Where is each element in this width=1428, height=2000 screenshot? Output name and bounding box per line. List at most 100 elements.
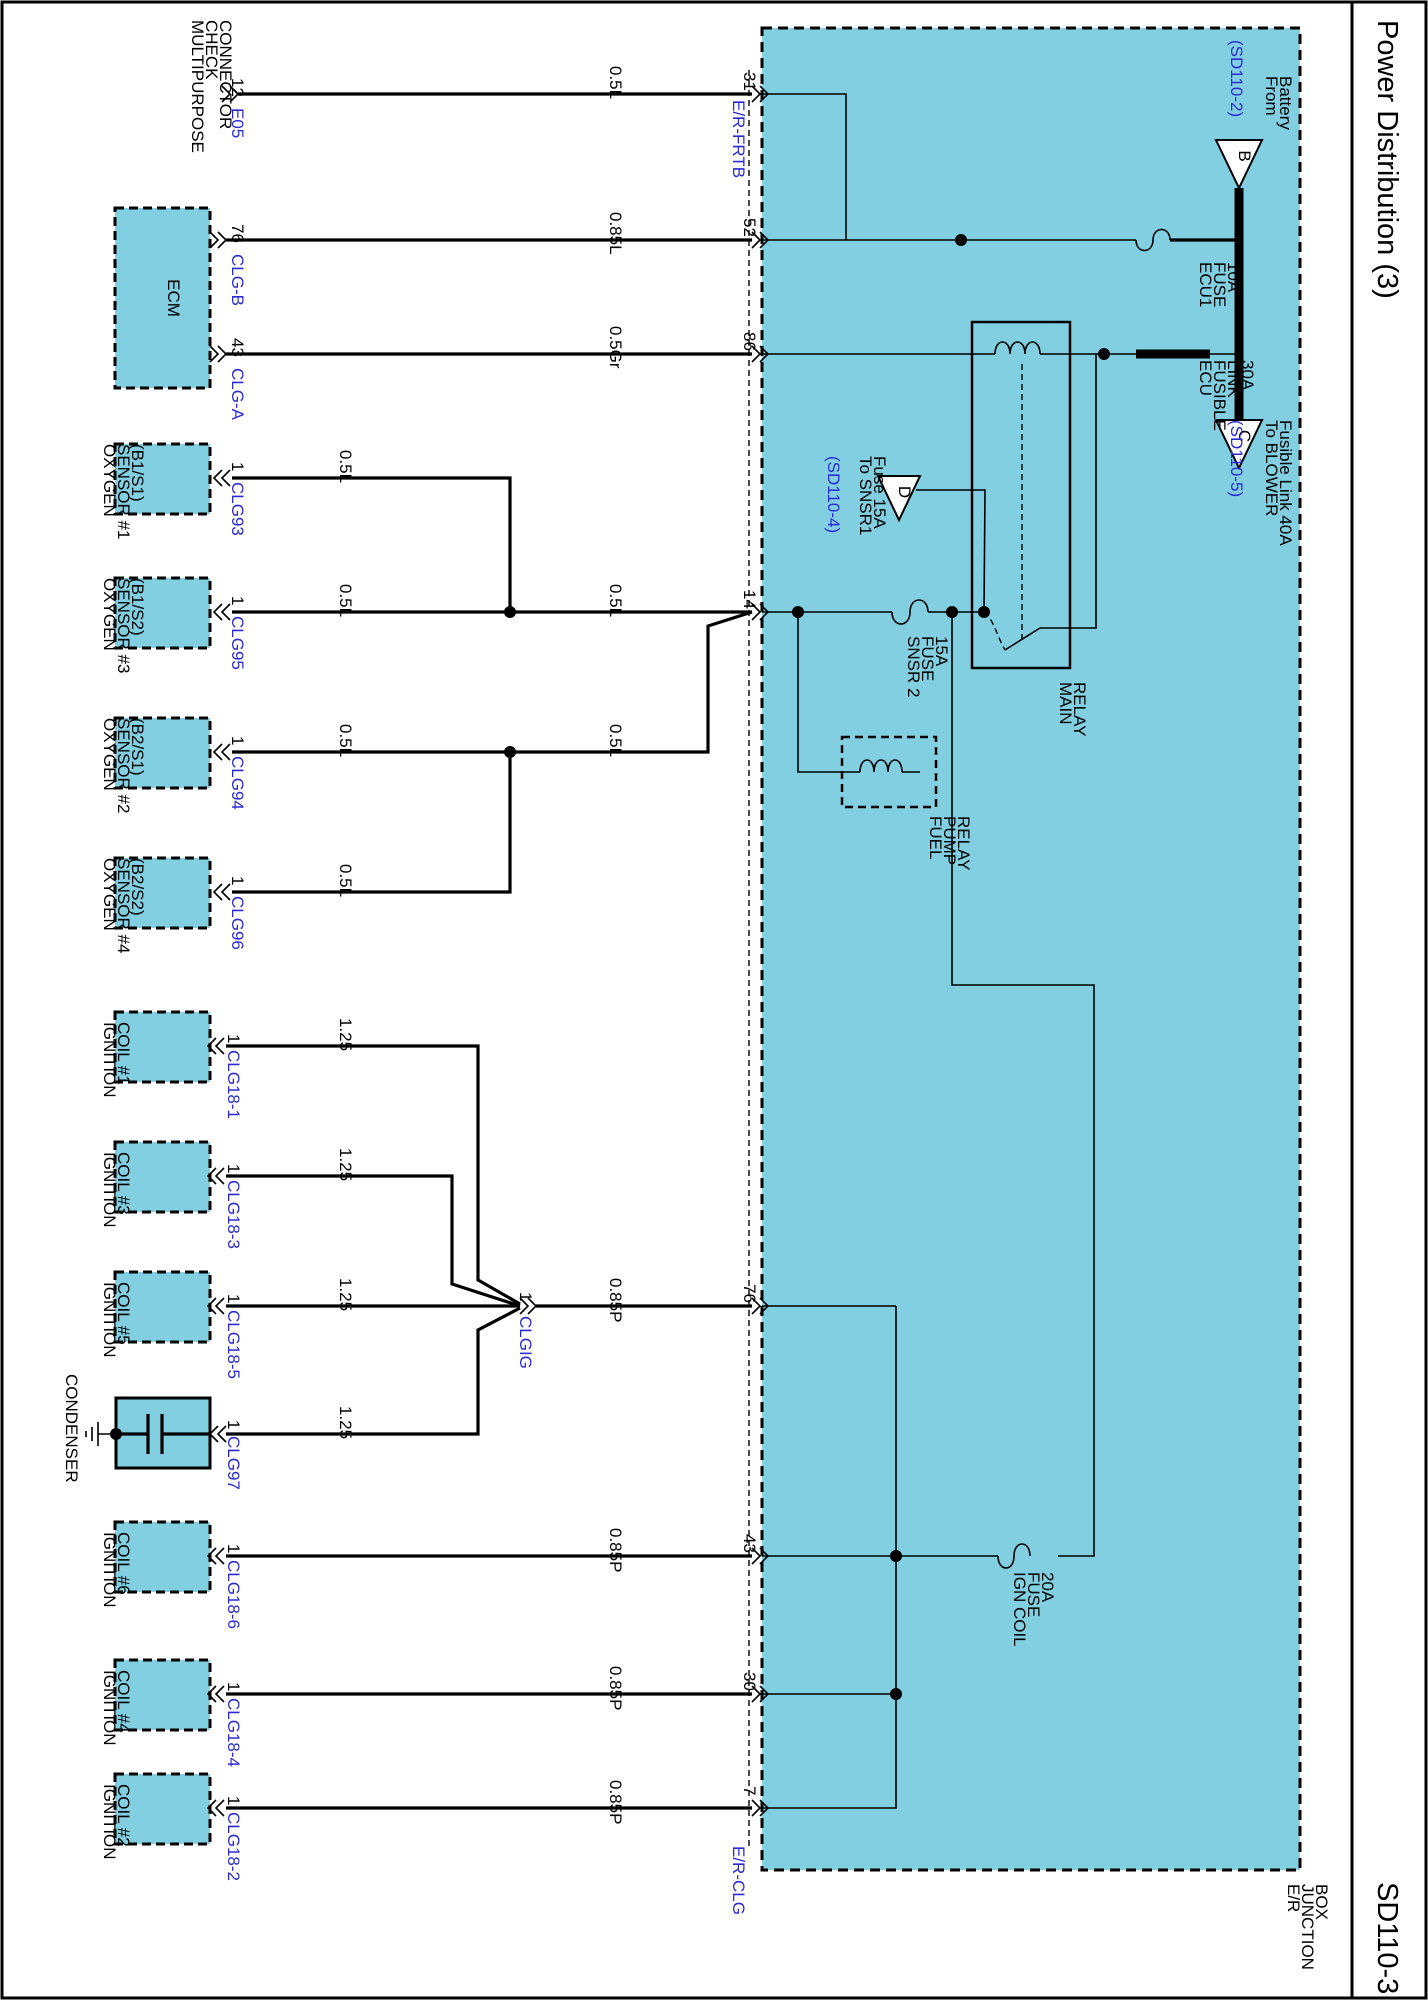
ignition-coil-direct-2-label: IGNITIONCOIL #2 bbox=[100, 1784, 133, 1860]
ecu1-fuse-symbol bbox=[1135, 228, 1171, 252]
ecm-wire-label-0: 0.85L bbox=[606, 212, 625, 255]
ignition-coil-group-2-connector: CLG18-5 bbox=[224, 1310, 243, 1379]
battery-offpage-tag bbox=[1214, 139, 1264, 191]
ecm-jb-chevron-1 bbox=[751, 345, 770, 363]
jb-pin-31-chevron bbox=[751, 85, 770, 103]
oxygen-sensor-2-box bbox=[113, 716, 212, 790]
ignition-coil-direct-1-connector: CLG18-4 bbox=[224, 1698, 243, 1767]
page-id: SD110-3 bbox=[1371, 1882, 1403, 1994]
condenser-pin: 1 bbox=[224, 1420, 243, 1429]
oxygen-sensor-2-chevron bbox=[212, 743, 231, 761]
condenser-ground-dot bbox=[110, 1428, 122, 1440]
ignition-coil-direct-2-pin: 1 bbox=[224, 1796, 243, 1805]
splice-ign-coil-6 bbox=[890, 1550, 902, 1562]
ecm-pin-0: 76 bbox=[228, 224, 247, 243]
ecu1-fuse-label: ECU1FUSE10A bbox=[1196, 262, 1243, 307]
ignition-coil-direct-2-jb-pin: 7 bbox=[740, 1786, 759, 1795]
ignition-coil-direct-2-chevron bbox=[206, 1799, 225, 1817]
oxygen-sensor-3-label: OXYGENSENSOR #4(B2/S2) bbox=[100, 858, 147, 953]
sensor-jb-pin: 14 bbox=[740, 590, 759, 609]
ground-symbol bbox=[85, 1422, 116, 1446]
blower-offpage: C To BLOWERFusible Link 40A (SD110-5) bbox=[1214, 419, 1295, 546]
sensor4-trunk-wire bbox=[232, 610, 753, 894]
ignition-coil-direct-1-wire-label: 0.85P bbox=[606, 1666, 625, 1710]
condenser-symbol bbox=[116, 1414, 210, 1454]
ecu-fusible-link: ECUFUSIBLELINK30A bbox=[1136, 349, 1257, 431]
ignition-coil-group-2-chevron bbox=[206, 1297, 225, 1315]
junction-box-outline bbox=[760, 26, 1302, 1872]
ignition-coil-direct-0-jb-pin: 43 bbox=[740, 1534, 759, 1553]
ignition-coil-group-2-wire-label: 1.25 bbox=[336, 1278, 355, 1311]
oxygen-sensor-0-wire-label: 0.5L bbox=[336, 450, 355, 483]
ignition-coil-direct-1-jb-pin: 30 bbox=[740, 1672, 759, 1691]
ignition-coil-direct-0-pin: 1 bbox=[224, 1544, 243, 1553]
splice-ign-coil-4 bbox=[890, 1688, 902, 1700]
page-title: Power Distribution (3) bbox=[1371, 20, 1403, 299]
snsr1-offpage: D To SNSR1Fuse 15A (SD110-4) bbox=[824, 456, 922, 535]
fuel-pump-relay: FUELPUMPRELAY bbox=[797, 612, 973, 871]
oxygen-sensor-1-chevron bbox=[212, 603, 231, 621]
oxygen-sensor-3-wire-label: 0.5L bbox=[336, 864, 355, 897]
oxygen-sensor-3-chevron bbox=[212, 883, 231, 901]
ecm-connector-1: CLG-A bbox=[228, 368, 247, 421]
fuel-pump-relay-coil bbox=[859, 759, 903, 773]
ignition-coil-group-1-pin: 1 bbox=[224, 1164, 243, 1173]
ecm-pin-1: 43 bbox=[228, 338, 247, 357]
battery-tag-letter: B bbox=[1235, 150, 1254, 161]
condenser-label: CONDENSER bbox=[62, 1374, 81, 1483]
oxygen-sensor-1-label: OXYGENSENSOR #3(B1/S2) bbox=[100, 578, 147, 673]
ecm-label: ECM bbox=[164, 279, 183, 317]
oxygen-sensor-0-pin: 1 bbox=[228, 462, 247, 471]
ecm-pin-chevron-0 bbox=[209, 231, 228, 249]
ign-coil-fuse-symbol bbox=[997, 1543, 1031, 1569]
ign-coil-fuse: IGN COILFUSE20A bbox=[762, 612, 1095, 1647]
sensor-lower-trunk-label: 0.5L bbox=[606, 724, 625, 757]
clgig-jb-pin: 76 bbox=[740, 1284, 759, 1303]
ignition-coil-direct-2-jb-chevron bbox=[751, 1799, 770, 1817]
oxygen-sensor-2-connector: CLG94 bbox=[228, 756, 247, 810]
snsr2-fuse-symbol bbox=[891, 599, 929, 625]
ignition-coil-group-1-label: IGNITIONCOIL #3 bbox=[100, 1152, 133, 1228]
snsr1-offpage-tag bbox=[876, 475, 922, 523]
junction-box-label: E/RJUNCTIONBOX bbox=[1284, 1884, 1331, 1970]
snsr1-ref: (SD110-4) bbox=[824, 456, 843, 533]
ignition-coil-direct-0-box bbox=[113, 1520, 212, 1594]
splice-main-relay bbox=[1098, 348, 1110, 360]
condenser-chevron bbox=[208, 1425, 227, 1443]
ecm-wire-label-1: 0.5Gr bbox=[606, 326, 625, 369]
check-connector-name: E05 bbox=[228, 108, 247, 138]
oxygen-sensor-3-pin: 1 bbox=[228, 876, 247, 885]
oxygen-sensor-2-pin: 1 bbox=[228, 736, 247, 745]
check-connector-label: MULTIPURPOSECHECKCONNECTOR bbox=[188, 20, 235, 153]
ignition-coil-group-2-box bbox=[113, 1270, 212, 1344]
clgig-jb-chevron bbox=[751, 1297, 770, 1315]
ecm-jb-chevron-0 bbox=[751, 231, 770, 249]
junction-box: E/RJUNCTIONBOX E/R-FRTB E/R-CLG bbox=[729, 26, 1331, 1970]
ignition-coil-direct-2-box bbox=[113, 1772, 212, 1846]
splice-ecu1 bbox=[955, 234, 967, 246]
oxygen-sensor-0-label: OXYGENSENSOR #1(B1/S1) bbox=[100, 444, 147, 539]
ignition-coil-direct-1-chevron bbox=[206, 1685, 225, 1703]
ignition-coil-direct-2-wire-label: 0.85P bbox=[606, 1780, 625, 1824]
main-relay-coil bbox=[994, 341, 1041, 355]
ign-coil-fuse-label: IGN COILFUSE20A bbox=[1010, 1572, 1057, 1647]
jb-connector-clg: E/R-CLG bbox=[729, 1846, 748, 1915]
snsr1-label: To SNSR1Fuse 15A bbox=[856, 456, 889, 535]
ecu-fusible-link-label: ECUFUSIBLELINK30A bbox=[1196, 360, 1257, 431]
main-relay: MAINRELAY bbox=[916, 320, 1136, 737]
blower-label: To BLOWERFusible Link 40A bbox=[1262, 420, 1295, 546]
ignition-coil-direct-1-box bbox=[113, 1658, 212, 1732]
oxygen-sensor-1-wire-label: 0.5L bbox=[336, 584, 355, 617]
sensor-jb-chevron bbox=[751, 603, 770, 621]
ecm-jb-pin-1: 86 bbox=[740, 332, 759, 351]
main-relay-label: MAINRELAY bbox=[1056, 682, 1089, 737]
coil3-wire bbox=[226, 1174, 521, 1308]
oxygen-sensor-3-connector: CLG96 bbox=[228, 896, 247, 950]
ignition-coil-group-1-chevron bbox=[206, 1167, 225, 1185]
splice-ign-feed bbox=[946, 606, 958, 618]
ignition-coil-group-0-chevron bbox=[206, 1037, 225, 1055]
ignition-coil-group-1-wire-label: 1.25 bbox=[336, 1148, 355, 1181]
ignition-coil-direct-1-label: IGNITIONCOIL #4 bbox=[100, 1670, 133, 1746]
oxygen-sensor-1-pin: 1 bbox=[228, 596, 247, 605]
